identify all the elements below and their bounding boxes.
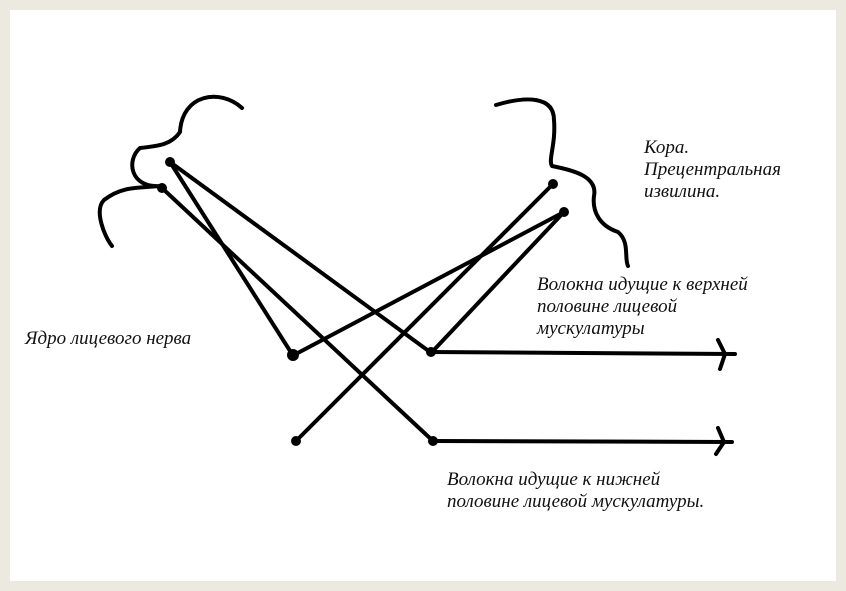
- nucleus-label: Ядро лицевого нерва: [25, 328, 191, 350]
- right-cortex-neuron-bottom: [559, 207, 569, 217]
- nucleus-point-lower-left: [291, 436, 301, 446]
- lower-fibers-label-line-1: Волокна идущие к нижней: [447, 469, 661, 490]
- cortex-label-line-1: Кора.: [644, 137, 690, 158]
- right-cortex-neuron-top: [548, 179, 558, 189]
- fiber-right-bottom-to-upper-nucleus: [430, 210, 566, 354]
- fiber-right-bottom-to-nucleus: [292, 210, 566, 357]
- upper-fibers-label-line-1: Волокна идущие к верхней: [537, 274, 748, 295]
- lower-nucleus-point: [428, 436, 438, 446]
- upper-output-fiber: [428, 350, 737, 356]
- upper-fibers-label-line-3: мускулатуры: [537, 318, 645, 339]
- lower-fibers-label-line-2: половине лицевой мускулатуры.: [447, 491, 705, 512]
- upper-fibers-label: Волокна идущие к верхней половине лицево…: [537, 274, 748, 340]
- left-cortex-outline: [97, 94, 244, 248]
- left-cortex-neuron-bottom: [157, 183, 167, 193]
- fiber-left-top-to-nucleus: [168, 160, 294, 356]
- fiber-right-top-to-lower-left: [294, 182, 555, 443]
- lower-output-fiber: [431, 439, 734, 444]
- fiber-left-bottom-to-lower-nucleus: [160, 186, 435, 443]
- cortex-label: Кора. Прецентральная извилина.: [644, 137, 781, 203]
- upper-fibers-label-line-2: половине лицевой: [537, 296, 678, 317]
- upper-fiber-end-mark: [716, 338, 727, 371]
- nucleus-label-line-1: Ядро лицевого нерва: [25, 328, 192, 349]
- left-cortex-neuron-top: [165, 157, 175, 167]
- right-cortex-outline: [494, 97, 630, 268]
- lower-fiber-end-mark: [714, 426, 726, 456]
- nucleus-point-left: [287, 349, 299, 361]
- cortex-label-line-3: извилина.: [644, 181, 721, 202]
- slide-canvas: Кора. Прецентральная извилина. Ядро лице…: [10, 10, 836, 581]
- fiber-left-top-to-upper-nucleus: [168, 160, 432, 354]
- facial-nerve-diagram: [97, 94, 737, 456]
- upper-nucleus-point: [426, 347, 436, 357]
- lower-fibers-label: Волокна идущие к нижней половине лицевой…: [447, 469, 704, 513]
- cortex-label-line-2: Прецентральная: [644, 159, 781, 180]
